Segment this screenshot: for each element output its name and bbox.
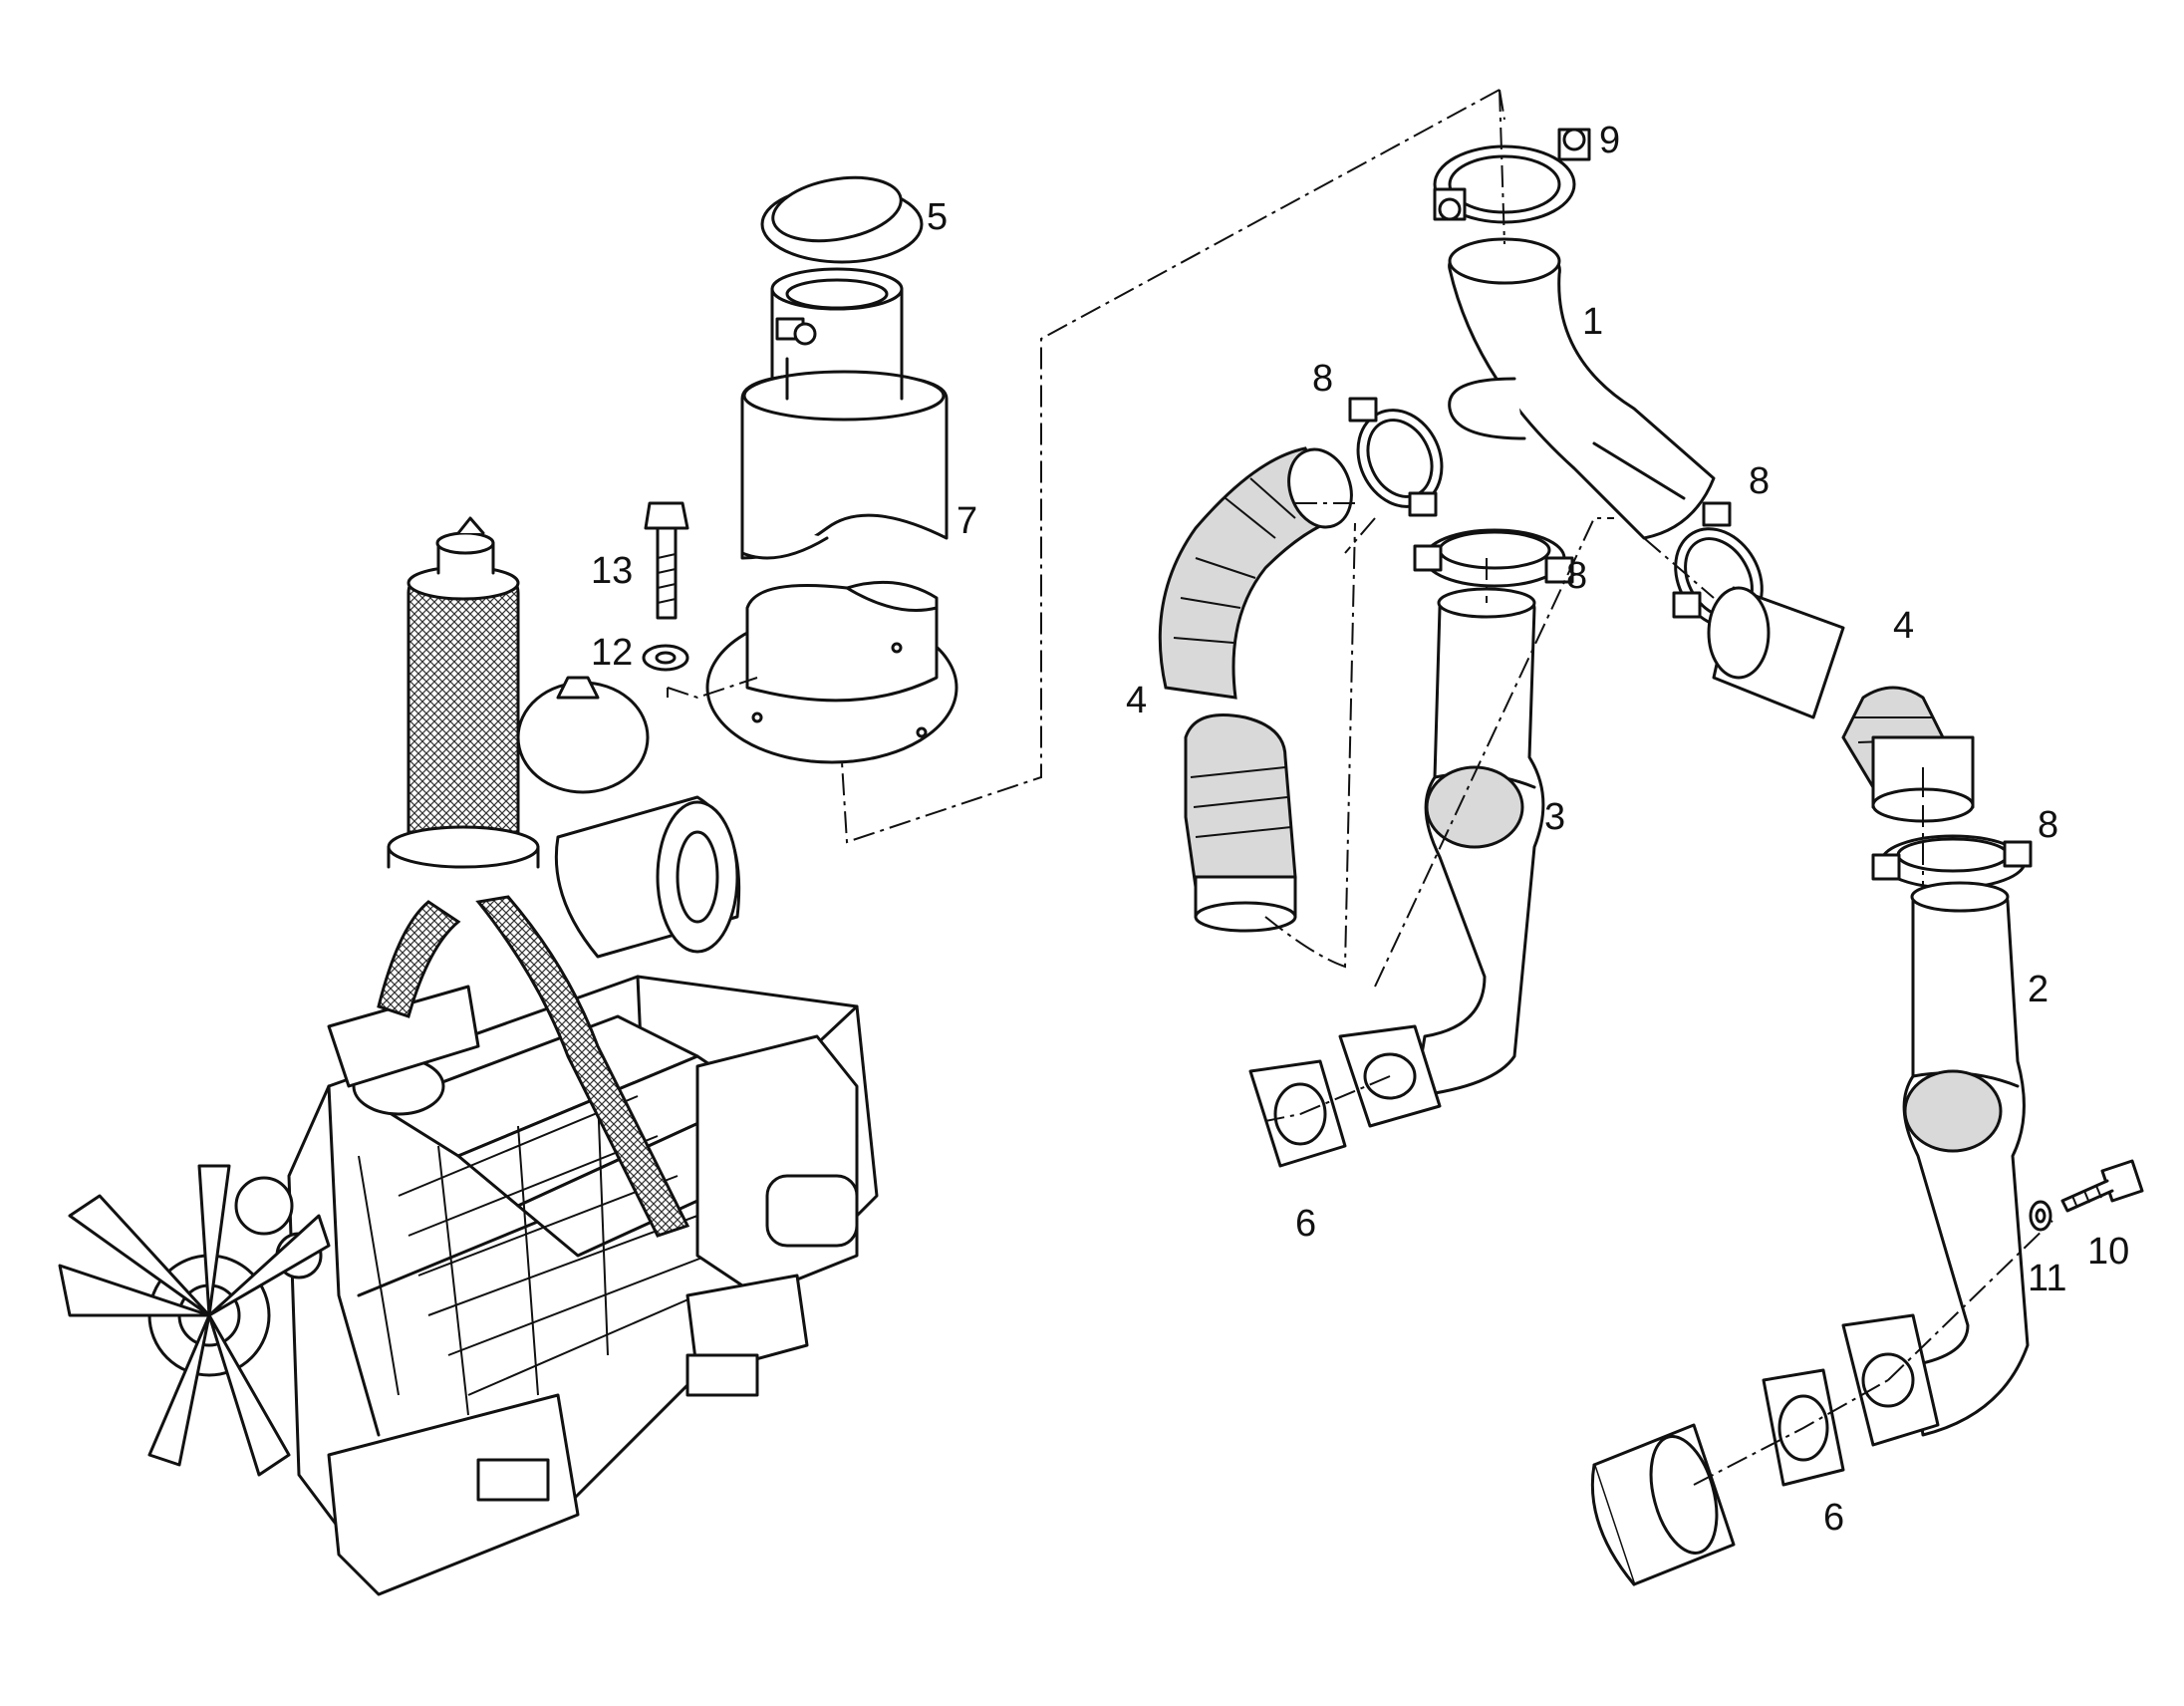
bolt-13 <box>644 501 689 620</box>
callout-8-d: 8 <box>2038 804 2058 846</box>
air-cleaner <box>516 676 741 959</box>
turbo-outlet <box>1590 1423 1736 1586</box>
rain-cap-5 <box>760 175 924 401</box>
callout-4-left: 4 <box>1126 680 1147 721</box>
callout-10: 10 <box>2087 1231 2129 1273</box>
callout-2: 2 <box>2028 969 2048 1010</box>
callout-4-right: 4 <box>1893 605 1914 647</box>
callout-6-left: 6 <box>1295 1203 1316 1245</box>
callout-5: 5 <box>927 196 948 238</box>
base-flange <box>705 580 958 764</box>
callout-9: 9 <box>1599 120 1620 161</box>
washer-11 <box>2029 1200 2052 1232</box>
exhaust-pipe-2 <box>1841 881 2030 1447</box>
flex-hose-4-left <box>1158 446 1353 933</box>
washer-12 <box>642 644 689 672</box>
clamp-8-d <box>1871 834 2033 890</box>
exhaust-pipe-3 <box>1338 587 1545 1128</box>
callout-8-a: 8 <box>1312 358 1333 400</box>
callout-13: 13 <box>591 550 633 592</box>
gasket-6-left <box>1248 1059 1347 1168</box>
callout-1: 1 <box>1582 301 1603 343</box>
callout-8-b: 8 <box>1566 555 1587 597</box>
clamp-9 <box>1433 128 1591 224</box>
callout-3: 3 <box>1544 796 1565 838</box>
callout-6-right: 6 <box>1823 1497 1844 1539</box>
elbow-pipe-1 <box>1448 237 1716 540</box>
callout-7: 7 <box>956 500 977 542</box>
cooling-fan <box>58 1164 331 1477</box>
engine-exhaust-hoses <box>377 895 690 1238</box>
callout-11: 11 <box>2028 1258 2066 1299</box>
flex-hose-4-right <box>1707 586 1975 823</box>
stack-pipe-7 <box>740 357 949 560</box>
muffler <box>387 516 540 869</box>
engine-assembly <box>58 975 879 1596</box>
clamp-8-a <box>1348 397 1444 517</box>
callout-12: 12 <box>591 632 633 674</box>
clamp-8-b <box>1413 528 1574 588</box>
callout-8-c: 8 <box>1749 460 1770 502</box>
callout-labels: 1 2 3 4 4 5 6 6 7 8 8 8 8 9 10 11 12 13 <box>591 120 2129 1539</box>
bolt-10 <box>2060 1159 2144 1213</box>
assembly-lines <box>667 89 2053 1486</box>
